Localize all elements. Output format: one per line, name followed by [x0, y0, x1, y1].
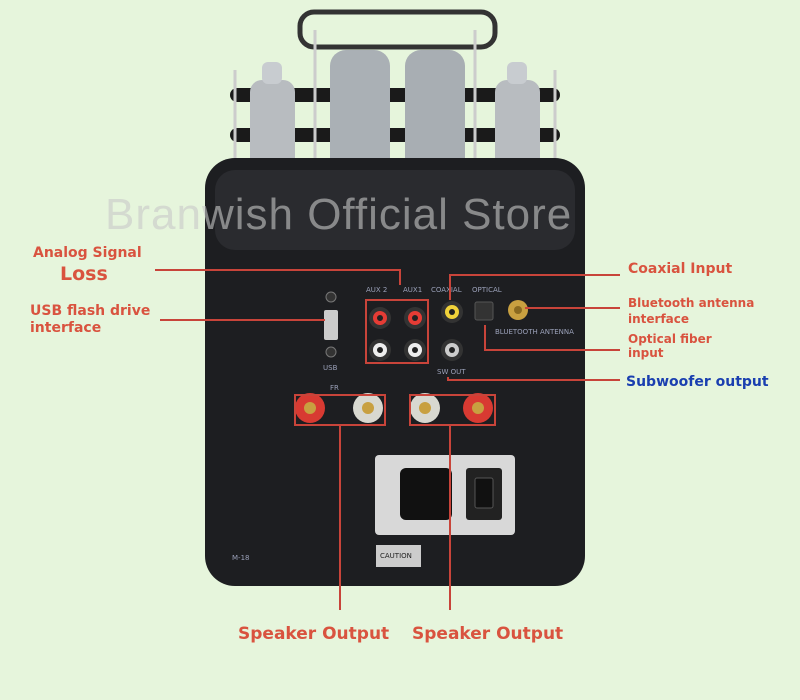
caution-label: CAUTION [380, 552, 412, 560]
callout-lines [155, 269, 620, 610]
callout-coaxial: Coaxial Input [628, 261, 733, 277]
panel-label-sw-out: SW OUT [437, 368, 466, 376]
callout-loss: Loss [60, 263, 108, 285]
panel-label-bluetooth: BLUETOOTH ANTENNA [495, 328, 574, 336]
speaker-terminals [295, 393, 493, 423]
callout-speaker-output-right: Speaker Output [412, 624, 564, 644]
callout-usb: USB flash drive interface [30, 303, 151, 336]
callout-bluetooth: Bluetooth antenna interface [628, 296, 755, 326]
rca-jacks [369, 300, 528, 361]
panel-label-fr: FR [330, 384, 339, 392]
panel-label-aux2: AUX 2 [366, 286, 387, 294]
panel-label-coaxial: COAXIAL [431, 286, 462, 294]
callout-optical: Optical fiber input [628, 332, 712, 360]
usb-port [324, 310, 338, 340]
vacuum-tubes [230, 9, 560, 185]
callout-subwoofer: Subwoofer output [626, 374, 769, 390]
callout-speaker-output-left: Speaker Output [238, 624, 390, 644]
panel-label-aux1: AUX1 [403, 286, 422, 294]
panel-label-usb: USB [323, 364, 338, 372]
model-label: M-18 [232, 554, 249, 562]
callout-analog-signal: Analog Signal [33, 245, 142, 261]
watermark: Branwish Official Store [105, 190, 573, 239]
panel-label-optical: OPTICAL [472, 286, 502, 294]
